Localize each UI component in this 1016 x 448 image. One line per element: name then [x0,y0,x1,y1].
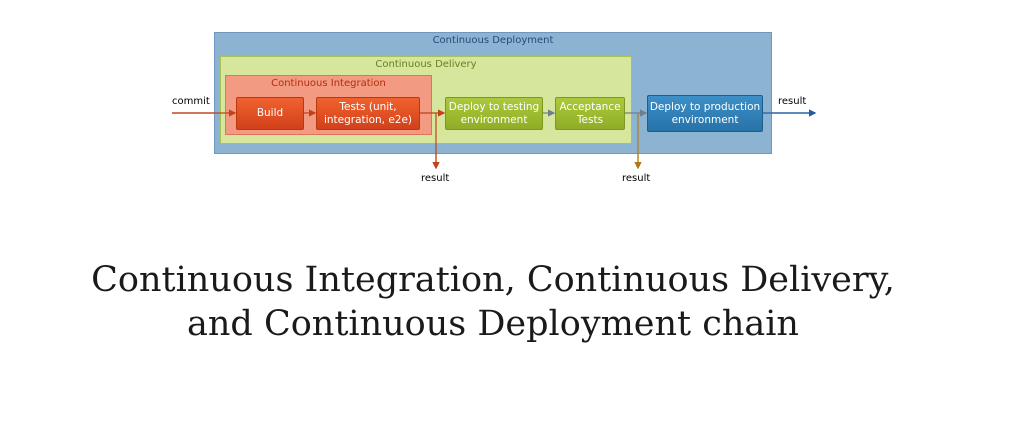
figure-caption: Continuous Integration, Continuous Deliv… [0,258,986,346]
caption-line-1: Continuous Integration, Continuous Deliv… [91,260,895,300]
build-step: Build [236,97,304,130]
continuous-integration-label: Continuous Integration [271,78,386,89]
continuous-deployment-label: Continuous Deployment [432,35,554,46]
commit-label: commit [172,96,210,107]
deployment-result-label: result [778,96,807,107]
deploy-production-step: Deploy to production environment [647,95,763,132]
delivery-result-label: result [622,173,651,184]
deploy-testing-step: Deploy to testing environment [445,97,543,130]
tests-step: Tests (unit, integration, e2e) [316,97,420,130]
acceptance-tests-step: Acceptance Tests [555,97,625,130]
continuous-delivery-label: Continuous Delivery [375,59,477,70]
caption-line-2: and Continuous Deployment chain [187,304,799,344]
ci-result-label: result [421,173,450,184]
